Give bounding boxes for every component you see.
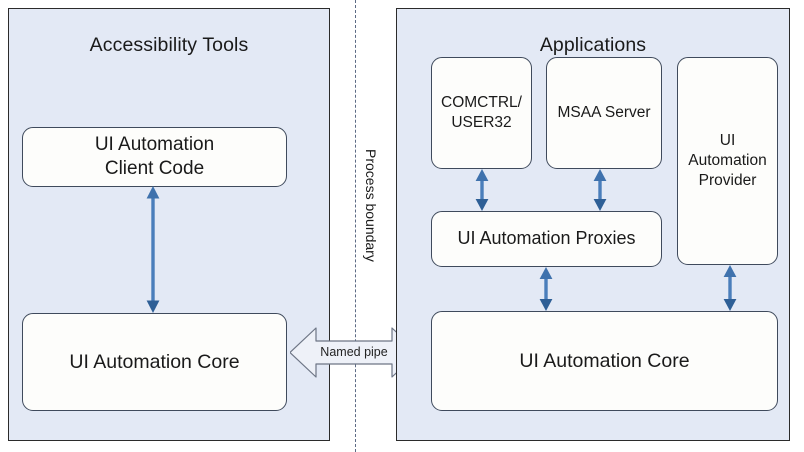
box-client-code-label-line2: Client Code [104,158,205,179]
panel-applications-title: Applications [539,34,647,56]
box-ua-provider-label-line3: Provider [698,171,757,189]
arrow-client-code-to-core-left [145,186,161,313]
box-ua-provider-label-line1: UI [719,132,736,150]
arrow-named-pipe-label: Named pipe [320,345,388,359]
panel-accessibility-tools-title: Accessibility Tools [89,34,249,56]
box-client-code-label-line1: UI Automation [94,133,215,155]
box-comctrl-user32-label-line2: USER32 [451,114,512,131]
box-core-left-label: UI Automation Core [69,350,240,373]
arrow-msaa-to-proxies [592,169,608,211]
arrow-named-pipe [290,325,418,380]
box-ui-automation-proxies[interactable]: UI Automation Proxies [431,211,662,267]
arrow-comctrl-to-proxies [474,169,490,211]
box-msaa-server-label: MSAA Server [557,104,651,122]
arrow-provider-to-core-right [722,265,738,311]
box-ua-proxies-label: UI Automation Proxies [457,228,636,249]
process-boundary-line [355,0,356,452]
box-ui-automation-client-code[interactable]: UI Automation Client Code [22,127,287,187]
box-ui-automation-core-right[interactable]: UI Automation Core [431,311,778,411]
box-comctrl-user32-label-line1: COMCTRL/ [441,94,522,112]
box-core-right-label: UI Automation Core [519,349,690,372]
box-comctrl-user32[interactable]: COMCTRL/ USER32 [431,57,532,169]
arrow-proxies-to-core-right [538,267,554,311]
process-boundary-label: Process boundary [363,149,379,262]
box-msaa-server[interactable]: MSAA Server [546,57,662,169]
box-ua-provider-label-line2: Automation [688,152,767,170]
box-ui-automation-provider[interactable]: UI Automation Provider [677,57,778,265]
box-ui-automation-core-left[interactable]: UI Automation Core [22,313,287,411]
